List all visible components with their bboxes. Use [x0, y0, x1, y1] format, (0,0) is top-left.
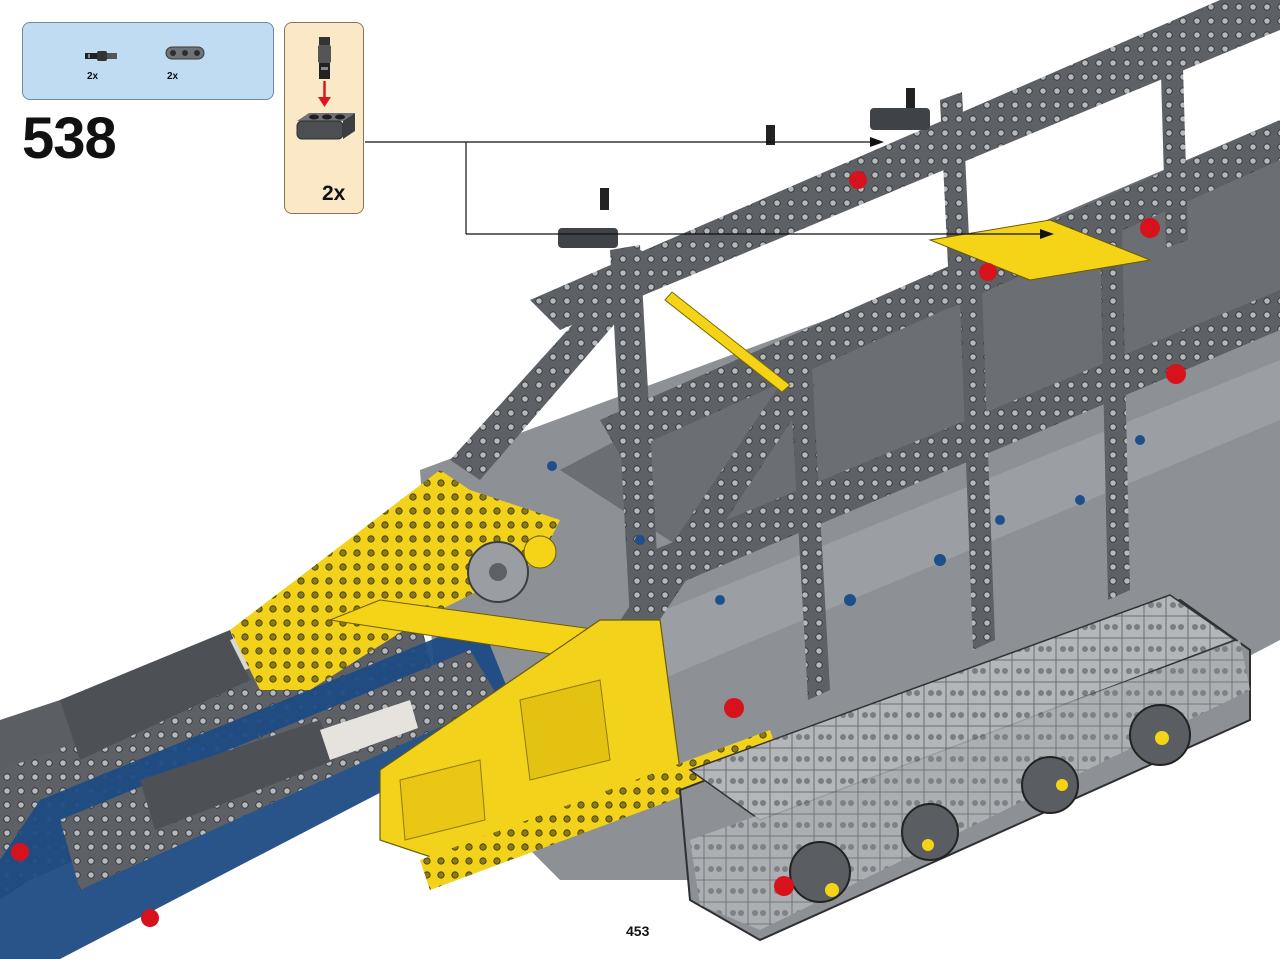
step-number: 538 [22, 106, 117, 171]
new-parts [558, 88, 930, 248]
beam-3-icon [165, 46, 205, 60]
frame-column [790, 368, 830, 700]
part-qty: 2x [167, 71, 179, 82]
part-beam-3: 2x [163, 41, 207, 82]
pin-connector-icon [85, 51, 117, 61]
subassembly-qty: 2x [322, 182, 346, 205]
callout-arrows [365, 137, 1054, 239]
part-qty: 2x [87, 71, 99, 82]
parts-panel: 2x 2x [22, 22, 274, 100]
arrow-head-icon [318, 97, 331, 107]
top-beam [530, 0, 1280, 330]
part-pin-connector: 2x [81, 45, 121, 82]
subassembly-panel [284, 22, 364, 214]
subassembly-diagram [296, 37, 355, 140]
page-number: 453 [626, 923, 650, 939]
track-wheels [789, 704, 1191, 903]
connector-pins [11, 171, 1186, 927]
yellow-arm [230, 470, 560, 690]
